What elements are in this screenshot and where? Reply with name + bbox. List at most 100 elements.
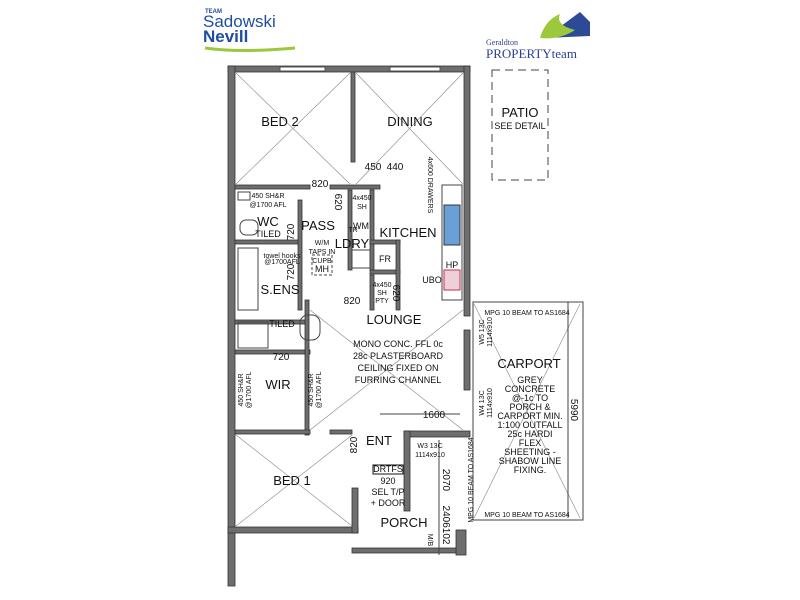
wc-tiled-label: TILED [255, 229, 281, 239]
towel-hooks-note-2: @1700AFL [264, 259, 300, 266]
dim-450: 450 [365, 162, 382, 173]
svg-text:GREY: GREY [517, 375, 543, 385]
washing-machine-label: WM [353, 221, 369, 231]
svg-text:CARPORT MIN.: CARPORT MIN. [497, 411, 562, 421]
room-label-carport: CARPORT [497, 356, 560, 371]
room-label-bed1: BED 1 [273, 473, 311, 488]
window-w3-label: W3 13C [417, 443, 442, 450]
pantry-shelf-note-2: SH [377, 290, 387, 297]
dim-2070: 2070 [440, 469, 451, 492]
svg-text:1:100 OUTFALL: 1:100 OUTFALL [497, 420, 562, 430]
room-label-ldry: LDRY [335, 236, 370, 251]
room-label-ent: ENT [366, 433, 392, 448]
room-label-patio: PATIO [501, 105, 538, 120]
wir-shelf-left-note-2: @1700 AFL [246, 371, 253, 408]
dim-720-wc: 720 [286, 223, 297, 240]
drtfs-box [372, 464, 404, 475]
dim-1600: 1600 [423, 410, 446, 421]
sadowski-nevill-logo: TEAM Sadowski Nevill [203, 9, 296, 52]
pantry-shelf-note-3: PTY [375, 298, 389, 305]
wm-taps-note-2: TAPS IN [309, 249, 336, 256]
beam-bottom-note: MPG 10 BEAM TO AS1684 [484, 512, 569, 519]
logo-geraldton-text: Geraldton [486, 38, 518, 47]
window-w4-size: 1114x910 [487, 388, 494, 418]
sens-tiled-label: TILED [269, 319, 295, 329]
room-label-lounge: LOUNGE [367, 312, 422, 327]
logo-swoosh [204, 46, 296, 52]
beam-top-note: MPG 10 BEAM TO AS1684 [484, 310, 569, 317]
pass-shelf-note: 4x450 [352, 195, 371, 202]
window-w5-label: W5 13C [479, 319, 486, 344]
ceiling-diagonals [235, 72, 581, 527]
svg-text:CEILING FIXED ON: CEILING FIXED ON [357, 363, 438, 373]
room-label-sens: S.ENS [260, 282, 299, 297]
ubo-label: UBO [422, 275, 442, 285]
svg-text:PORCH &: PORCH & [509, 402, 550, 412]
svg-text:FURRING CHANNEL: FURRING CHANNEL [355, 375, 442, 385]
wir-shelf-left-note: 450 SH&R [238, 373, 245, 406]
svg-text:CONCRETE: CONCRETE [505, 384, 556, 394]
entry-door-note-4: + DOOR [371, 498, 406, 508]
logo-sadowski-text: Sadowski [203, 12, 276, 31]
room-label-kitchen: KITCHEN [379, 225, 436, 240]
dim-620-pantry: 620 [390, 285, 401, 302]
logo-nevill-text: Nevill [203, 27, 248, 46]
svg-text:SHABOW LINE: SHABOW LINE [499, 456, 562, 466]
window-w5-size: 1114x910 [487, 317, 494, 347]
wir-shelf-right-note-2: @1700 AFL [316, 371, 323, 408]
wm-taps-note-3: CUPB [312, 258, 332, 265]
fridge-label: FR [379, 254, 391, 264]
dim-5990: 5990 [568, 399, 579, 422]
meter-box-label: M/B [426, 534, 433, 547]
svg-text:@-1c TO: @-1c TO [512, 393, 548, 403]
beam-vertical-note: MPG 10 BEAM TO AS1684 [468, 437, 475, 522]
dim-820-ent: 820 [349, 436, 360, 453]
hotplate-label: HP [446, 260, 459, 270]
outer-walls [227, 65, 471, 587]
carport-outline [472, 301, 584, 521]
logo-team-text: TEAM [205, 9, 222, 15]
towel-hooks-note: towel hooks [264, 253, 301, 260]
dim-620-pass: 620 [332, 194, 343, 211]
svg-text:25c HARDI: 25c HARDI [507, 429, 552, 439]
logo-leaf-shape [540, 14, 575, 39]
patio-note: SEE DETAIL [494, 121, 545, 131]
wc-shelf-note-2: @1700 AFL [249, 202, 286, 209]
pass-shelf-note-2: SH [357, 204, 367, 211]
carport-note: GREY CONCRETE @-1c TO PORCH & CARPORT MI… [497, 375, 562, 475]
drawers-label: 4x600 DRAWERS [426, 157, 433, 214]
geraldton-property-team-logo: Geraldton PROPERTYteam [486, 12, 590, 61]
room-label-bed2: BED 2 [261, 114, 299, 129]
manhole-label: MH [315, 264, 329, 274]
window-w3-size: 1114x910 [415, 452, 445, 459]
room-label-porch: PORCH [381, 515, 428, 530]
entry-door-note: DRTFS [373, 464, 403, 474]
room-label-pass: PASS [301, 218, 335, 233]
pantry-shelf-note: 4x450 [372, 282, 391, 289]
dim-2406102: 2406102 [440, 506, 451, 545]
window-w4-label: W4 13C [479, 390, 486, 415]
room-label-wir: WIR [265, 377, 290, 392]
wir-shelf-right-note: 450 SH&R [308, 373, 315, 406]
svg-text:SHEETING -: SHEETING - [504, 447, 556, 457]
svg-text:MONO CONC. FFL 0c: MONO CONC. FFL 0c [353, 339, 443, 349]
svg-text:FLEX: FLEX [519, 438, 542, 448]
dim-720-wir: 720 [273, 352, 290, 363]
room-label-dining: DINING [387, 114, 433, 129]
floor-note: MONO CONC. FFL 0c 28c PLASTERBOARD CEILI… [353, 339, 444, 385]
room-label-wc: WC [257, 214, 279, 229]
entry-door-note-3: SEL T/P [371, 487, 404, 497]
logo-propertyteam-text: PROPERTYteam [486, 46, 577, 61]
interior-walls [234, 71, 463, 436]
svg-text:FIXING.: FIXING. [514, 465, 547, 475]
trough-label: TR [348, 227, 357, 234]
svg-text:28c PLASTERBOARD: 28c PLASTERBOARD [353, 351, 444, 361]
wc-shelf-note: 450 SH&R [251, 193, 284, 200]
dim-440: 440 [387, 162, 404, 173]
entry-door-note-2: 920 [380, 476, 395, 486]
dim-820-pantry: 820 [344, 296, 361, 307]
dim-720-sens: 720 [286, 263, 297, 280]
patio-outline [491, 69, 549, 181]
wm-taps-note: W/M [315, 240, 330, 247]
